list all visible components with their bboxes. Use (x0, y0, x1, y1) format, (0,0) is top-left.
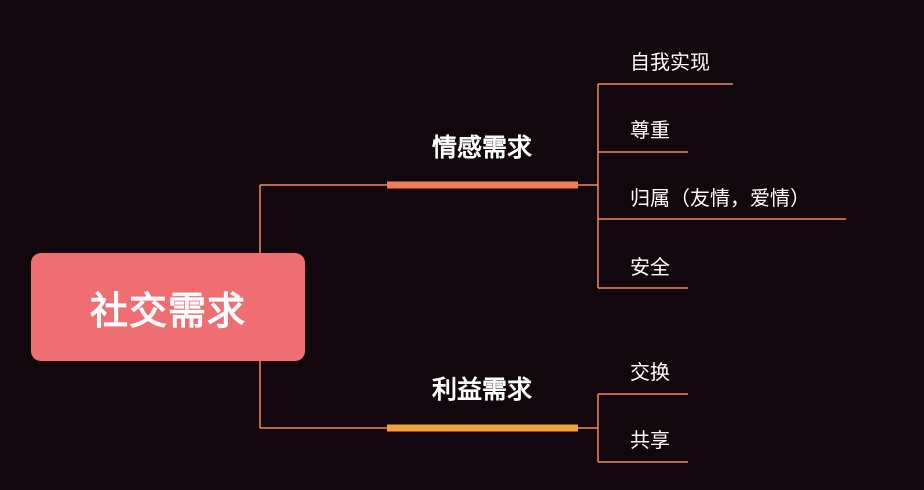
leaf-exchange[interactable]: 交换 (630, 360, 670, 384)
leaf-respect[interactable]: 尊重 (630, 118, 670, 142)
leaf-safety[interactable]: 安全 (630, 255, 670, 279)
root-node[interactable]: 社交需求 (31, 253, 305, 361)
branch-label-emotional-needs[interactable]: 情感需求 (431, 133, 532, 162)
leaf-self-actualization[interactable]: 自我实现 (630, 50, 710, 74)
leaf-sharing[interactable]: 共享 (630, 428, 670, 452)
branch-label-benefit-needs[interactable]: 利益需求 (431, 375, 532, 404)
leaf-belonging[interactable]: 归属（友情，爱情） (630, 186, 810, 210)
